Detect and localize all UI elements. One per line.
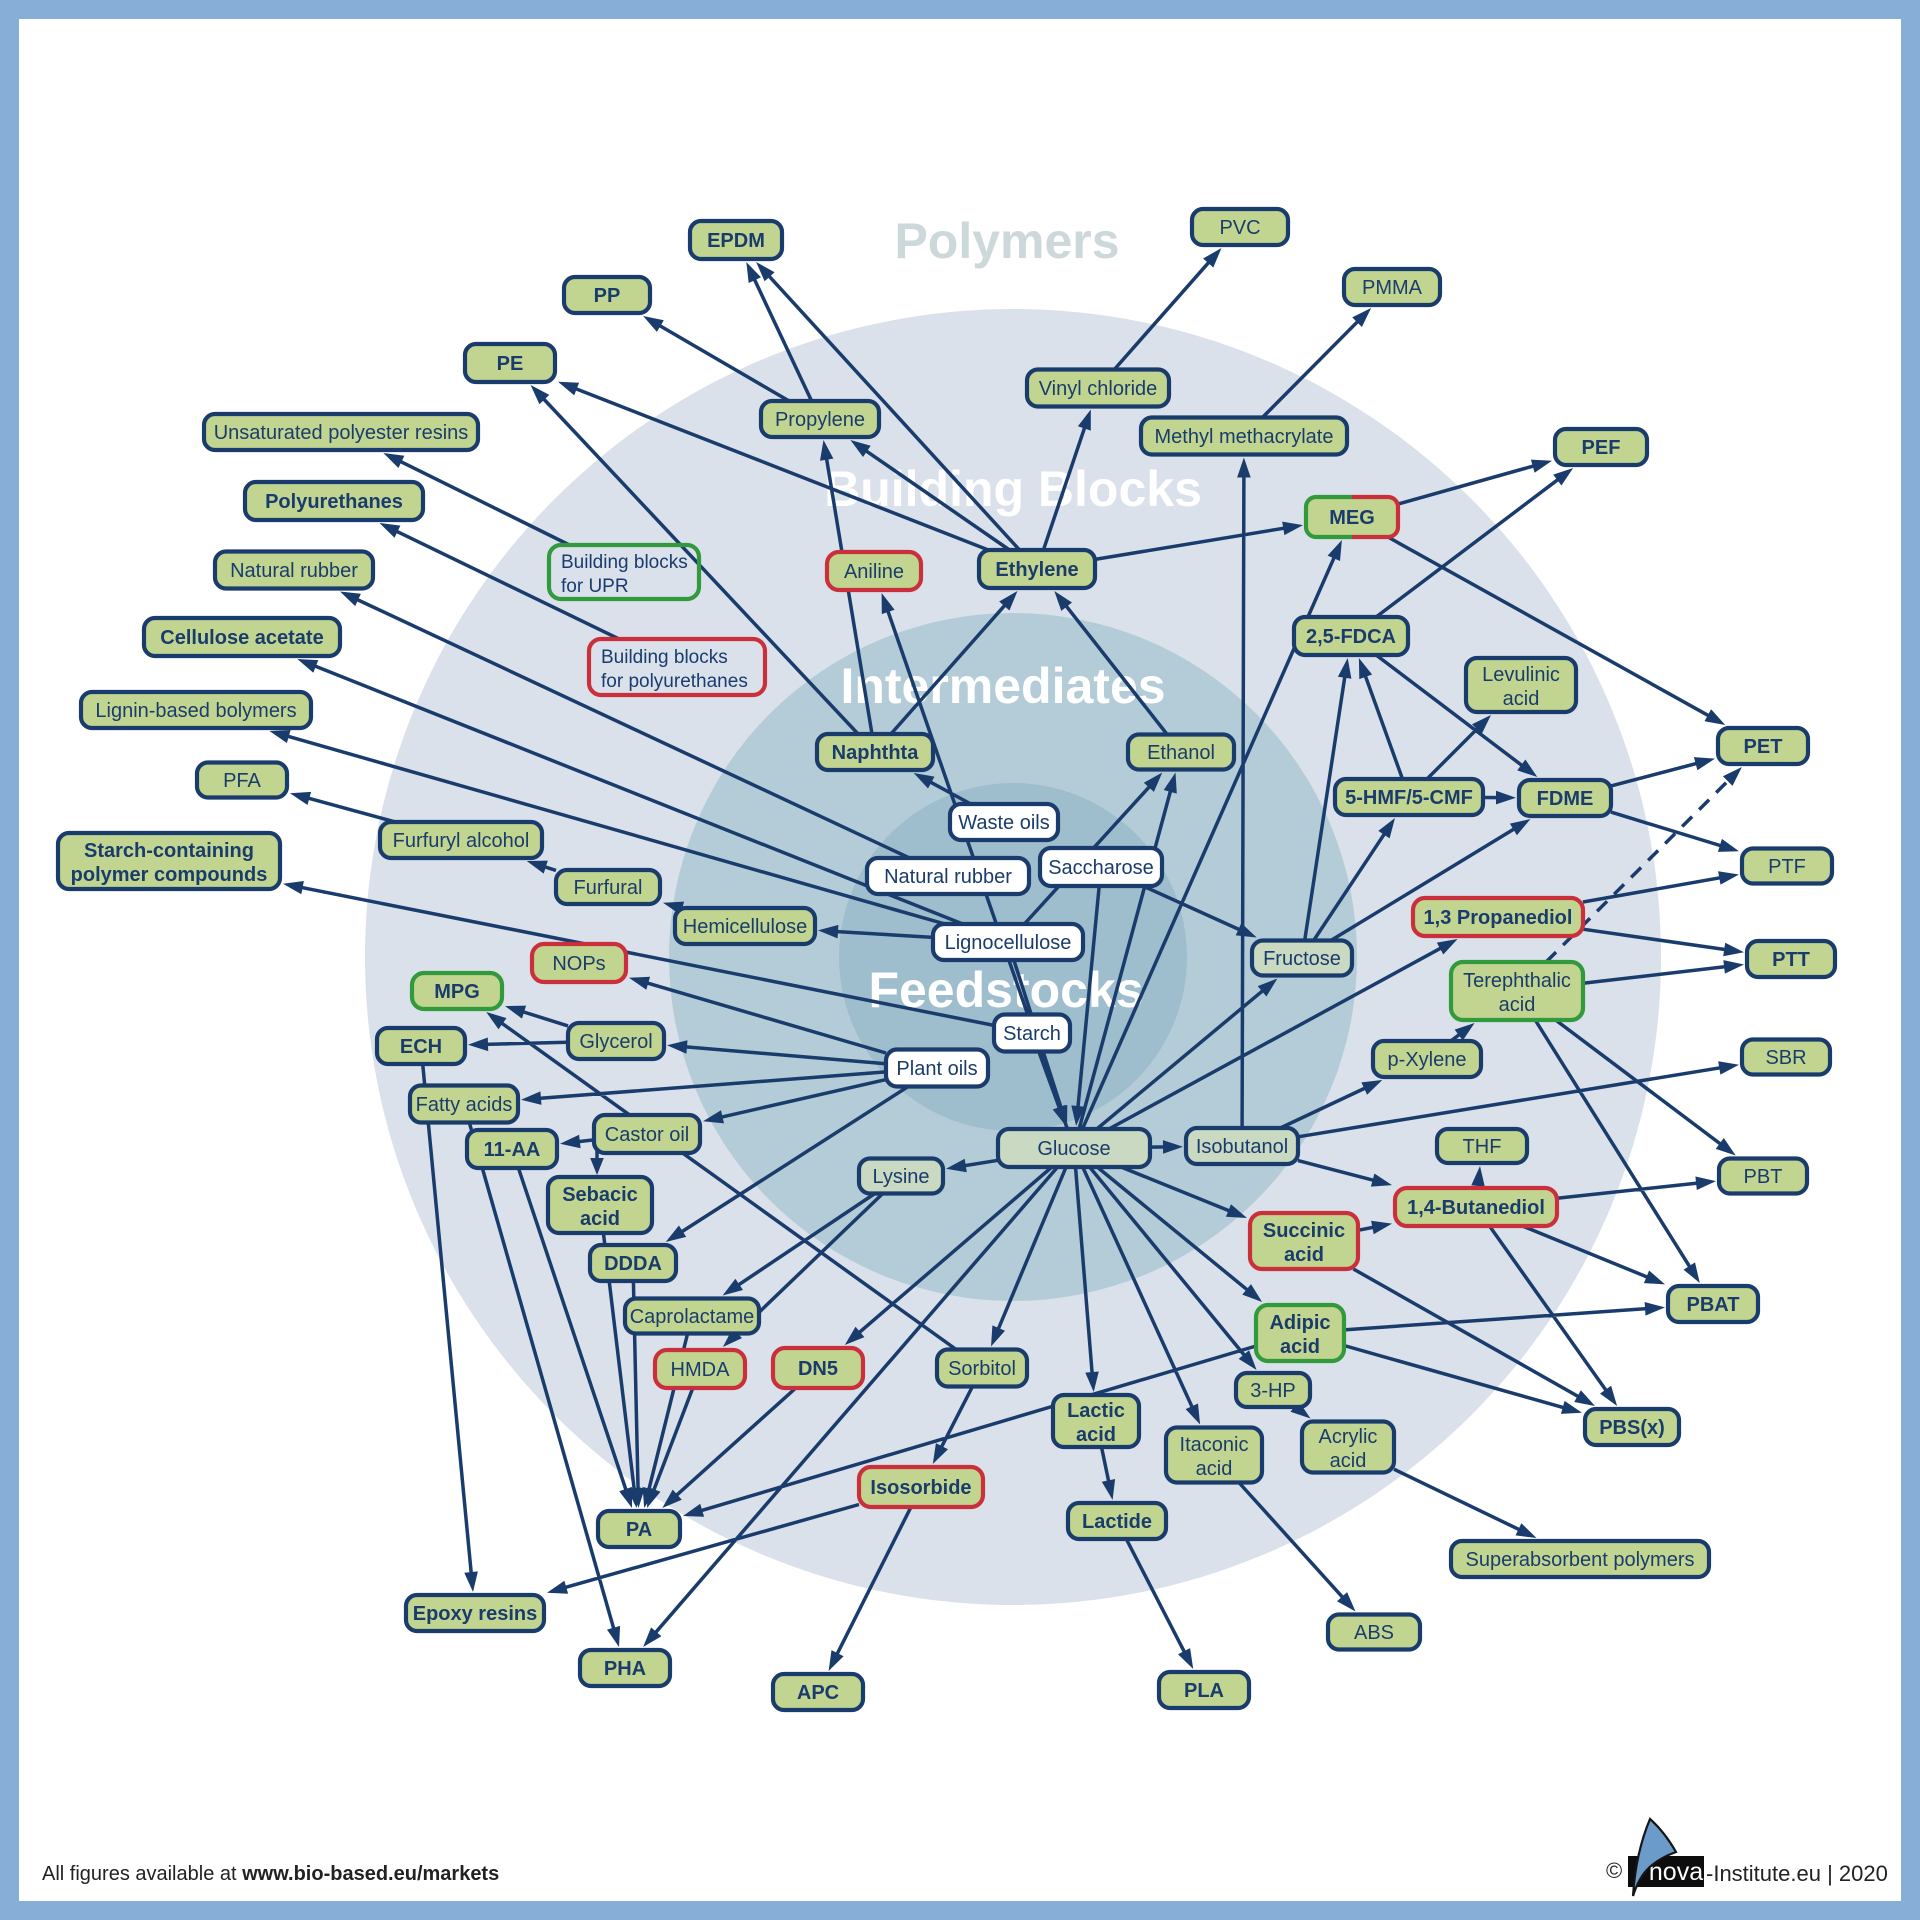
- svg-text:PTT: PTT: [1772, 949, 1810, 971]
- svg-text:All figures available at www.b: All figures available at www.bio-based.e…: [42, 1863, 499, 1885]
- svg-text:Intermediates: Intermediates: [840, 658, 1165, 714]
- svg-text:5-HMF/5-CMF: 5-HMF/5-CMF: [1345, 787, 1473, 809]
- svg-text:Natural rubber: Natural rubber: [230, 560, 358, 582]
- svg-text:Starch: Starch: [1003, 1023, 1061, 1045]
- svg-text:Lactic: Lactic: [1067, 1400, 1125, 1422]
- svg-text:2,5-FDCA: 2,5-FDCA: [1306, 626, 1396, 648]
- svg-text:HMDA: HMDA: [671, 1359, 731, 1381]
- svg-text:Glucose: Glucose: [1037, 1138, 1110, 1160]
- svg-text:acid: acid: [1284, 1244, 1324, 1266]
- svg-text:Cellulose acetate: Cellulose acetate: [160, 627, 323, 649]
- svg-text:Hemicellulose: Hemicellulose: [683, 916, 808, 938]
- svg-text:Vinyl chloride: Vinyl chloride: [1039, 378, 1158, 400]
- svg-text:1,4-Butanediol: 1,4-Butanediol: [1407, 1197, 1545, 1219]
- svg-text:Ethanol: Ethanol: [1147, 742, 1215, 764]
- svg-text:PP: PP: [594, 285, 621, 307]
- svg-text:PBS(x): PBS(x): [1599, 1417, 1665, 1439]
- svg-text:Isosorbide: Isosorbide: [870, 1477, 971, 1499]
- svg-text:THF: THF: [1463, 1136, 1502, 1158]
- svg-text:ECH: ECH: [400, 1036, 442, 1058]
- svg-text:acid: acid: [580, 1208, 620, 1230]
- svg-text:Building blocks: Building blocks: [561, 552, 688, 573]
- svg-text:PBT: PBT: [1744, 1166, 1783, 1188]
- svg-text:NOPs: NOPs: [552, 953, 605, 975]
- svg-text:Castor oil: Castor oil: [605, 1124, 689, 1146]
- svg-text:DN5: DN5: [798, 1358, 838, 1380]
- svg-text:PEF: PEF: [1582, 437, 1621, 459]
- svg-text:Lignocellulose: Lignocellulose: [945, 932, 1072, 954]
- svg-text:acid: acid: [1196, 1458, 1233, 1480]
- svg-text:Sorbitol: Sorbitol: [948, 1358, 1016, 1380]
- svg-text:Starch-containing: Starch-containing: [84, 840, 254, 862]
- svg-text:Epoxy resins: Epoxy resins: [413, 1603, 538, 1625]
- svg-text:Waste oils: Waste oils: [958, 812, 1050, 834]
- svg-text:Superabsorbent polymers: Superabsorbent polymers: [1465, 1549, 1694, 1571]
- svg-text:Itaconic: Itaconic: [1180, 1434, 1249, 1456]
- svg-text:Sebacic: Sebacic: [562, 1184, 638, 1206]
- svg-text:Lysine: Lysine: [872, 1166, 929, 1188]
- svg-text:3-HP: 3-HP: [1250, 1380, 1296, 1402]
- svg-text:Fatty acids: Fatty acids: [416, 1094, 513, 1116]
- svg-text:acid: acid: [1280, 1336, 1320, 1358]
- svg-text:Levulinic: Levulinic: [1482, 664, 1560, 686]
- svg-text:Plant oils: Plant oils: [896, 1058, 977, 1080]
- svg-text:Building Blocks: Building Blocks: [824, 461, 1202, 517]
- svg-text:Polymers: Polymers: [894, 213, 1119, 269]
- svg-text:Propylene: Propylene: [775, 409, 865, 431]
- svg-text:Fructose: Fructose: [1263, 948, 1341, 970]
- svg-text:PVC: PVC: [1219, 217, 1260, 239]
- svg-text:11-AA: 11-AA: [484, 1139, 541, 1161]
- svg-text:ABS: ABS: [1354, 1622, 1394, 1644]
- svg-text:Lignin-based bolymers: Lignin-based bolymers: [95, 700, 296, 722]
- svg-text:Methyl methacrylate: Methyl methacrylate: [1155, 426, 1334, 448]
- svg-text:Isobutanol: Isobutanol: [1196, 1136, 1288, 1158]
- svg-text:polymer compounds: polymer compounds: [71, 864, 268, 886]
- svg-text:Furfuryl alcohol: Furfuryl alcohol: [393, 830, 530, 852]
- svg-text:PBAT: PBAT: [1687, 1294, 1740, 1316]
- svg-text:MEG: MEG: [1329, 507, 1375, 529]
- svg-text:PE: PE: [497, 353, 524, 375]
- svg-text:for polyurethanes: for polyurethanes: [601, 671, 748, 692]
- svg-text:APC: APC: [797, 1682, 839, 1704]
- svg-text:Aniline: Aniline: [844, 561, 904, 583]
- svg-text:Naphthta: Naphthta: [832, 742, 920, 764]
- svg-text:acid: acid: [1499, 994, 1536, 1016]
- svg-text:nova: nova: [1649, 1858, 1703, 1886]
- svg-text:acid: acid: [1076, 1424, 1116, 1446]
- svg-text:acid: acid: [1503, 688, 1540, 710]
- svg-text:SBR: SBR: [1765, 1047, 1806, 1069]
- svg-text:-Institute.eu | 2020: -Institute.eu | 2020: [1706, 1861, 1888, 1886]
- svg-text:DDDA: DDDA: [604, 1253, 662, 1275]
- svg-text:1,3 Propanediol: 1,3 Propanediol: [1424, 907, 1573, 929]
- svg-text:Adipic: Adipic: [1269, 1312, 1330, 1334]
- svg-text:FDME: FDME: [1537, 788, 1594, 810]
- svg-text:Terephthalic: Terephthalic: [1463, 970, 1571, 992]
- svg-text:PTF: PTF: [1768, 856, 1806, 878]
- svg-text:p-Xylene: p-Xylene: [1388, 1049, 1467, 1071]
- svg-text:Natural rubber: Natural rubber: [884, 866, 1012, 888]
- svg-text:Lactide: Lactide: [1082, 1511, 1152, 1533]
- svg-text:Polyurethanes: Polyurethanes: [265, 491, 403, 513]
- svg-text:Building blocks: Building blocks: [601, 647, 728, 668]
- svg-text:PA: PA: [626, 1519, 652, 1541]
- svg-text:EPDM: EPDM: [707, 230, 765, 252]
- svg-text:©: ©: [1606, 1858, 1622, 1883]
- svg-text:Furfural: Furfural: [574, 877, 643, 899]
- svg-text:Succinic: Succinic: [1263, 1220, 1345, 1242]
- svg-text:PMMA: PMMA: [1362, 277, 1423, 299]
- svg-text:Glycerol: Glycerol: [579, 1031, 652, 1053]
- svg-text:MPG: MPG: [434, 981, 480, 1003]
- svg-text:Acrylic: Acrylic: [1319, 1426, 1378, 1448]
- svg-text:PFA: PFA: [223, 770, 261, 792]
- svg-text:PHA: PHA: [604, 1658, 646, 1680]
- svg-text:for UPR: for UPR: [561, 576, 629, 597]
- svg-text:PET: PET: [1744, 736, 1783, 758]
- svg-text:Unsaturated polyester resins: Unsaturated polyester resins: [214, 422, 469, 444]
- svg-text:Ethylene: Ethylene: [995, 559, 1078, 581]
- svg-text:PLA: PLA: [1184, 1680, 1224, 1702]
- svg-text:Saccharose: Saccharose: [1048, 857, 1154, 879]
- svg-text:acid: acid: [1330, 1450, 1367, 1472]
- svg-text:Caprolactame: Caprolactame: [630, 1306, 755, 1328]
